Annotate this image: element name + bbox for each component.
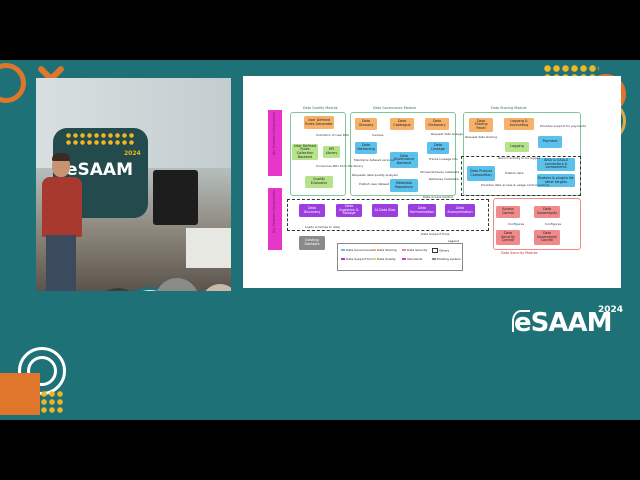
data-security-module bbox=[493, 198, 581, 250]
note-tracks-lineage: Tracks Lineage info bbox=[429, 157, 458, 161]
presentation-slide: Key Enablers Components Key Enablers Com… bbox=[243, 76, 621, 288]
legend-item: Data Sharing bbox=[372, 248, 397, 252]
data-governance-backend: Data Governance Backend bbox=[390, 152, 418, 168]
data-sharing-panel: Data Sharing Panel bbox=[469, 118, 493, 132]
audience-member bbox=[200, 284, 231, 291]
legend-item: Others bbox=[432, 248, 449, 253]
note-indication-kpis: Indication of new KPIs bbox=[316, 133, 349, 137]
side-table bbox=[186, 228, 231, 268]
banner-year: 2024 bbox=[124, 150, 141, 157]
note-retrieves-metadata: Retrieves metadata bbox=[429, 177, 459, 181]
loudspeaker bbox=[153, 170, 198, 225]
user-defined-rules-generator: User Defined Rules Generator bbox=[304, 116, 334, 129]
access-control: Access Control bbox=[496, 206, 520, 218]
letterbox-bottom bbox=[0, 420, 640, 480]
legend-item: Standards bbox=[402, 257, 422, 261]
note-configures-2: Configures bbox=[545, 222, 562, 226]
logo-year: 2024 bbox=[598, 305, 624, 315]
brokers-plugins: Brokers & plugins for other targets bbox=[537, 174, 575, 187]
decorative-ring bbox=[0, 63, 26, 103]
key-enablers-label-bottom: Key Enablers Components bbox=[272, 190, 276, 234]
data-dictionary: Data Dictionary bbox=[425, 118, 449, 130]
note-stores-metadata: Stores/retrieves metadata bbox=[420, 170, 460, 174]
note-configures-1: Configures bbox=[508, 222, 525, 226]
banner-text: eSAAM bbox=[66, 160, 134, 180]
payment: Payment bbox=[538, 136, 562, 148]
note-record-activity: Record activity to be logged bbox=[498, 156, 541, 160]
key-enablers-label-top: Key Enablers Components bbox=[272, 112, 276, 156]
data-lineage: Data Lineage bbox=[427, 142, 449, 154]
dashed-region-sharing bbox=[461, 156, 581, 196]
logging: Logging bbox=[505, 142, 529, 152]
idsa-gaia-x-connectors: IDSA & GAIA-X connectors & components bbox=[537, 158, 575, 171]
note-maintains-versions: Maintains dataset versions bbox=[354, 158, 395, 162]
legend-title: Legend bbox=[446, 239, 460, 243]
note-request-lineage: Request data lineage bbox=[431, 132, 463, 136]
data-sharing-module-label: Data Sharing Module bbox=[491, 106, 527, 110]
note-requests-quality: Requests data quality analysis bbox=[352, 173, 398, 177]
diagram-legend: Legend Data Governance Data Support Tool… bbox=[337, 239, 463, 271]
audience-member bbox=[154, 278, 200, 291]
note-request-sharing: Request data sharing bbox=[465, 135, 498, 139]
legend-item: Data Security bbox=[402, 248, 427, 252]
quality-evaluator: Quality Evaluator bbox=[305, 176, 333, 188]
data-quality-module-label: Data Quality Module bbox=[303, 106, 338, 110]
data-glossary: Data Glossary bbox=[355, 118, 377, 130]
existing-datasets: Existing Datasets bbox=[299, 236, 325, 250]
data-security-control: Data Security Control bbox=[496, 230, 520, 245]
data-product-composition: Data Product Composition bbox=[467, 166, 495, 181]
data-versioning: Data Versioning bbox=[355, 142, 377, 154]
data-quality-module bbox=[290, 112, 346, 196]
data-sovereignty: Data Sovereignty bbox=[534, 206, 560, 218]
legend-item: Data Quality bbox=[372, 257, 396, 261]
key-enablers-bar-top bbox=[268, 110, 282, 176]
ai-data-bias: AI-Data Bias bbox=[372, 204, 398, 217]
key-enablers-bar-bottom bbox=[268, 188, 282, 250]
data-catalogue: Data Catalogue bbox=[390, 118, 414, 130]
banner-dots bbox=[65, 132, 135, 146]
metadata-repository: Metadata Repository bbox=[390, 179, 418, 192]
data-governance-module-label: Data Governance Module bbox=[373, 106, 417, 110]
note-access-policies: Provides data access & usage control pol… bbox=[481, 183, 550, 187]
legend-item: Data Support Tools bbox=[341, 257, 374, 261]
legend-item: Data Governance bbox=[341, 248, 372, 252]
note-publish-data: Publish data bbox=[505, 171, 524, 175]
logo-text: eSAAM bbox=[514, 308, 612, 338]
letterbox-top bbox=[0, 0, 640, 60]
data-discovery: Data Discovery bbox=[299, 204, 325, 217]
audience-member bbox=[96, 288, 140, 291]
logo-swoosh-icon bbox=[512, 310, 530, 332]
legend-item: Existing system bbox=[432, 257, 461, 261]
esaam-logo: eSAAM 2024 bbox=[512, 304, 624, 344]
note-loads-schemas: Loads schemas to data bbox=[305, 225, 340, 229]
speaker-camera-feed: eSAAM 2024 bbox=[36, 78, 231, 291]
presenter-shirt bbox=[42, 177, 82, 237]
kpi-library: KPI Library bbox=[323, 146, 340, 158]
presenter bbox=[40, 153, 88, 291]
logging-accounting: Logging & Accounting bbox=[504, 118, 534, 130]
data-ingestion-storage: Data Ingestion & Storage bbox=[336, 204, 362, 217]
presenter-jeans bbox=[46, 235, 76, 291]
note-consumes-kpis: Consumes KPIs from the library bbox=[316, 164, 364, 168]
dashed-region-support bbox=[287, 199, 489, 231]
note-payments: Provides support for payments bbox=[540, 124, 587, 128]
data-harmonization: Data Harmonization bbox=[408, 204, 436, 217]
note-invokes: Invokes bbox=[372, 133, 384, 137]
data-sovereignty-control: Data Sovereignty Control bbox=[534, 230, 560, 245]
decorative-square bbox=[0, 373, 40, 415]
note-data-access-control: Data Access Control bbox=[423, 195, 454, 199]
data-anonymization: Data Anonymization bbox=[445, 204, 475, 217]
user-defined-rules-collection-backend: User Defined Rules Collection Backend bbox=[292, 143, 318, 160]
data-governance-module bbox=[350, 112, 456, 196]
note-data-support-tools: Data Support Tools bbox=[421, 232, 450, 236]
presenter-hair bbox=[52, 153, 70, 161]
note-publish-dataset: Publish new dataset bbox=[359, 182, 390, 186]
data-security-module-label: Data Security Module bbox=[501, 251, 538, 255]
decorative-dots bbox=[40, 390, 64, 414]
